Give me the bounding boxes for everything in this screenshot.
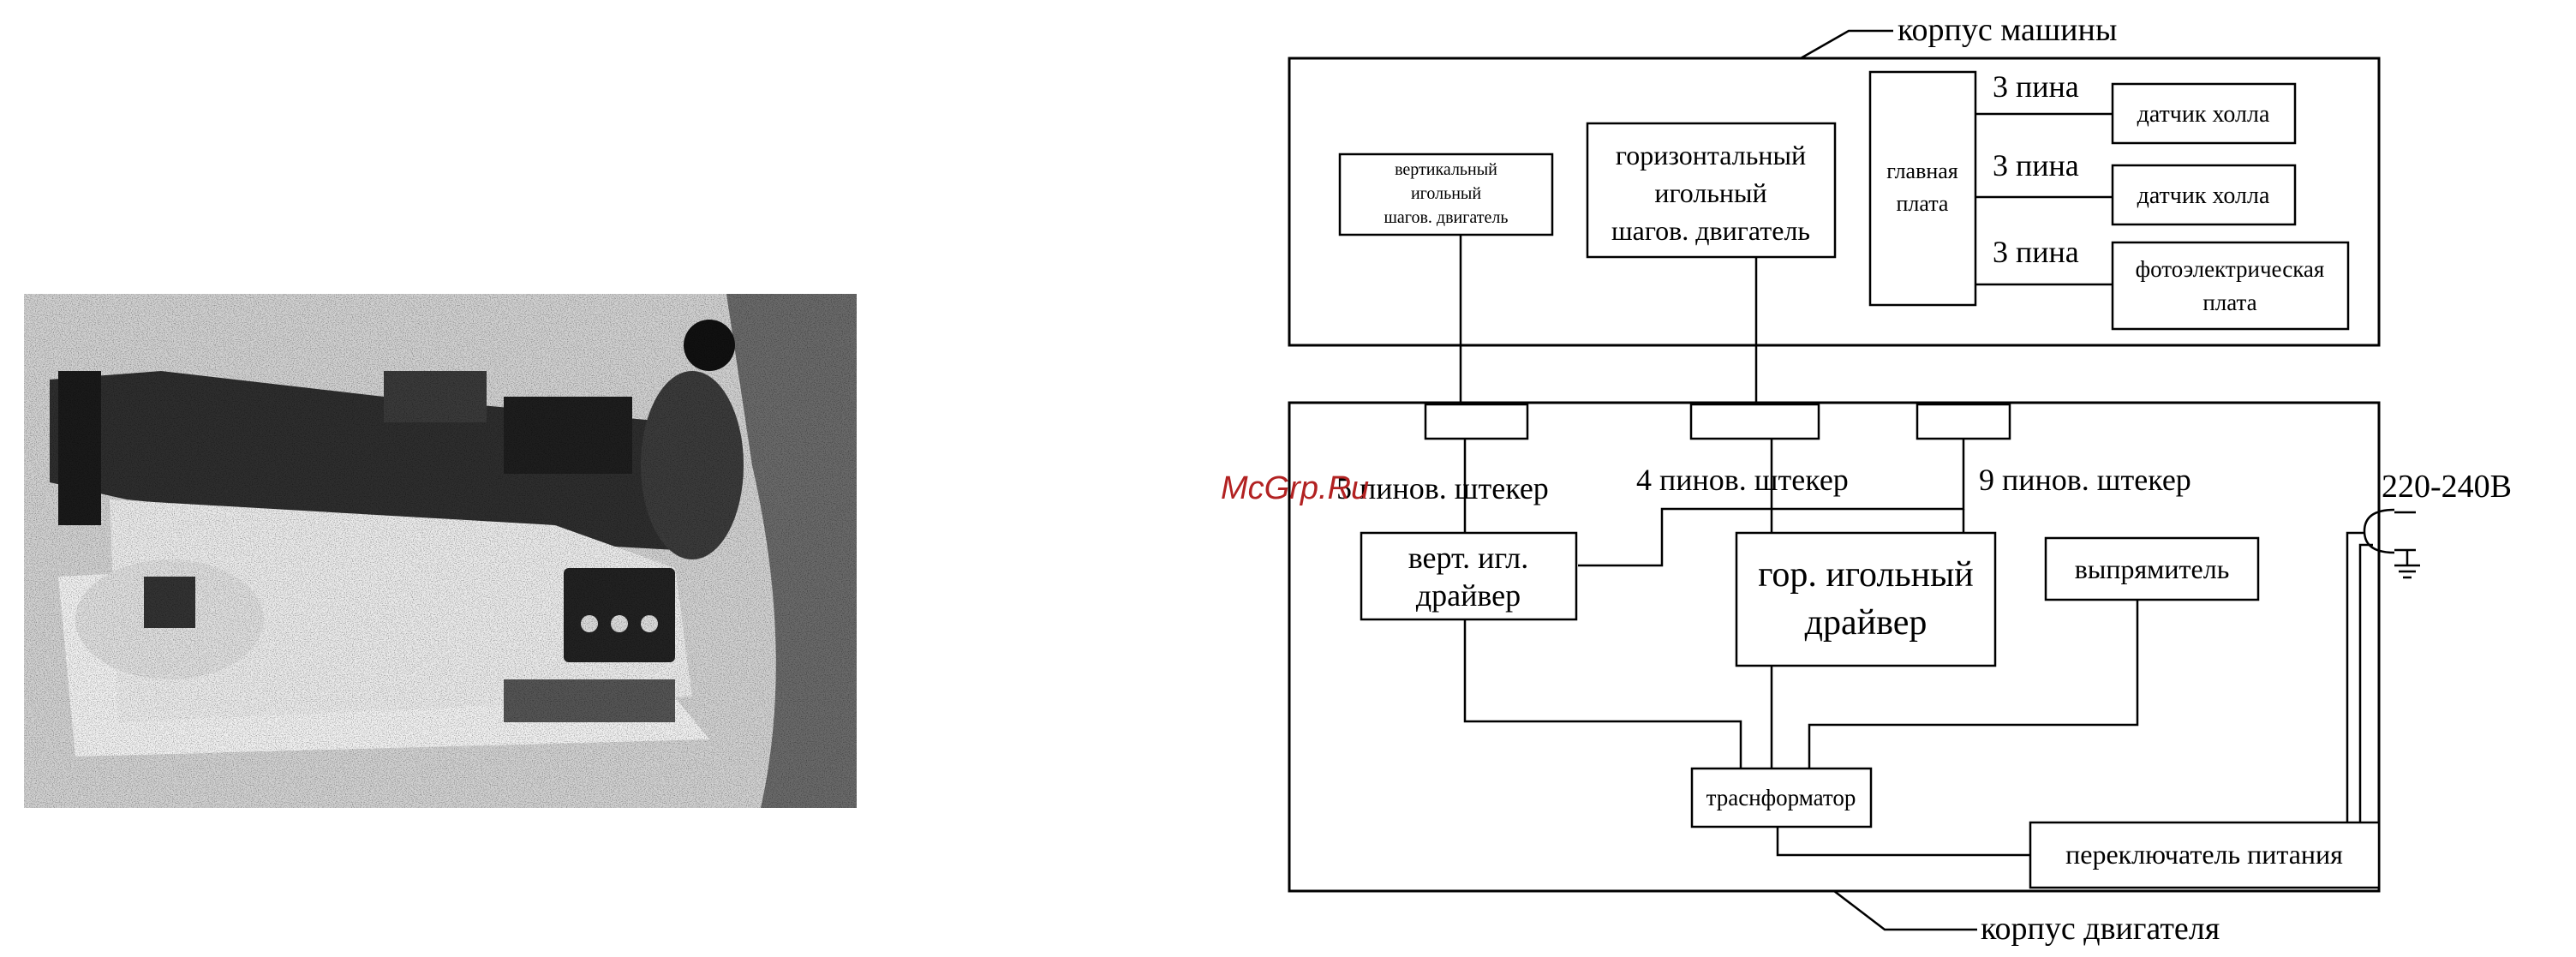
- power-switch-label: переключатель питания: [2065, 839, 2343, 870]
- machine-housing-label: корпус машины: [1898, 12, 2117, 48]
- watermark-text: McGrp.Ru: [1221, 470, 1369, 506]
- plug-9-wire: [1578, 439, 1965, 567]
- hall-sensor-box-1: [2111, 82, 2297, 145]
- pins-label-1: 3 пина: [1993, 69, 2079, 104]
- photo-board-line-2: плата: [2202, 290, 2256, 315]
- vertical-stepper-motor-box: [1338, 153, 1554, 236]
- power-plug-icon: [2363, 508, 2420, 579]
- transformer-label: траснформатор: [1706, 785, 1856, 810]
- voltage-label: 220-240В: [2382, 469, 2512, 505]
- transformer-box: [1690, 767, 1873, 828]
- transformer-to-switch: [1776, 827, 2030, 857]
- sewing-machine-photo: [24, 294, 857, 808]
- hall-sensor-label-2: датчик холла: [2137, 182, 2270, 209]
- power-wire-2: [2358, 543, 2373, 822]
- hor-driver-line-1: гор. игольный: [1758, 555, 1974, 595]
- motor-housing-label: корпус двигателя: [1981, 911, 2220, 947]
- pins-label-2: 3 пина: [1993, 148, 2079, 182]
- vertical-motor-line-2: игольный: [1411, 184, 1481, 203]
- main-board-line-1: главная: [1886, 159, 1958, 183]
- connector-9-pin: [1916, 403, 2011, 440]
- connector-4-pin: [1689, 403, 1820, 440]
- pins-label-3: 3 пина: [1993, 235, 2079, 269]
- horizontal-motor-line-2: игольный: [1654, 177, 1766, 208]
- rectifier-box: [2044, 536, 2260, 601]
- power-switch-box: [2029, 821, 2381, 889]
- plug-9-label: 9 пинов. штекер: [1979, 463, 2191, 497]
- vertical-driver-box: [1360, 531, 1578, 621]
- vert-driver-line-2: драйвер: [1416, 578, 1521, 613]
- machine-housing-leader: [1800, 29, 1893, 60]
- plug-5-label: 5 пинов. штекер: [1336, 471, 1549, 505]
- hor-driver-line-2: драйвер: [1805, 603, 1928, 643]
- main-board-line-2: плата: [1897, 191, 1949, 216]
- horizontal-driver-box: [1735, 531, 1997, 667]
- horizontal-stepper-motor-box: [1586, 122, 1837, 259]
- horizontal-motor-line-3: шагов. двигатель: [1611, 215, 1810, 246]
- connector-5-pin: [1424, 403, 1529, 440]
- vertical-motor-line-1: вертикальный: [1395, 160, 1497, 179]
- photo-board-line-1: фотоэлектрическая: [2136, 256, 2325, 282]
- horizontal-motor-line-1: горизонтальный: [1616, 140, 1806, 170]
- hall-sensor-label-1: датчик холла: [2137, 101, 2270, 128]
- vertical-motor-line-3: шагов. двигатель: [1384, 208, 1508, 227]
- motor-housing-leader: [1833, 890, 1977, 931]
- main-board-box: [1868, 70, 1977, 307]
- rectifier-to-transformer: [1808, 600, 2139, 769]
- plug-4-label: 4 пинов. штекер: [1636, 463, 1849, 497]
- machine-housing-frame: [1288, 57, 2381, 347]
- vert-driver-line-1: верт. игл.: [1408, 541, 1528, 575]
- photoelectric-board-box: [2111, 241, 2350, 331]
- rectifier-label: выпрямитель: [2075, 553, 2230, 584]
- hall-sensor-box-2: [2111, 164, 2297, 226]
- vert-driver-to-transformer: [1463, 619, 1742, 769]
- power-wire-1: [2346, 531, 2364, 822]
